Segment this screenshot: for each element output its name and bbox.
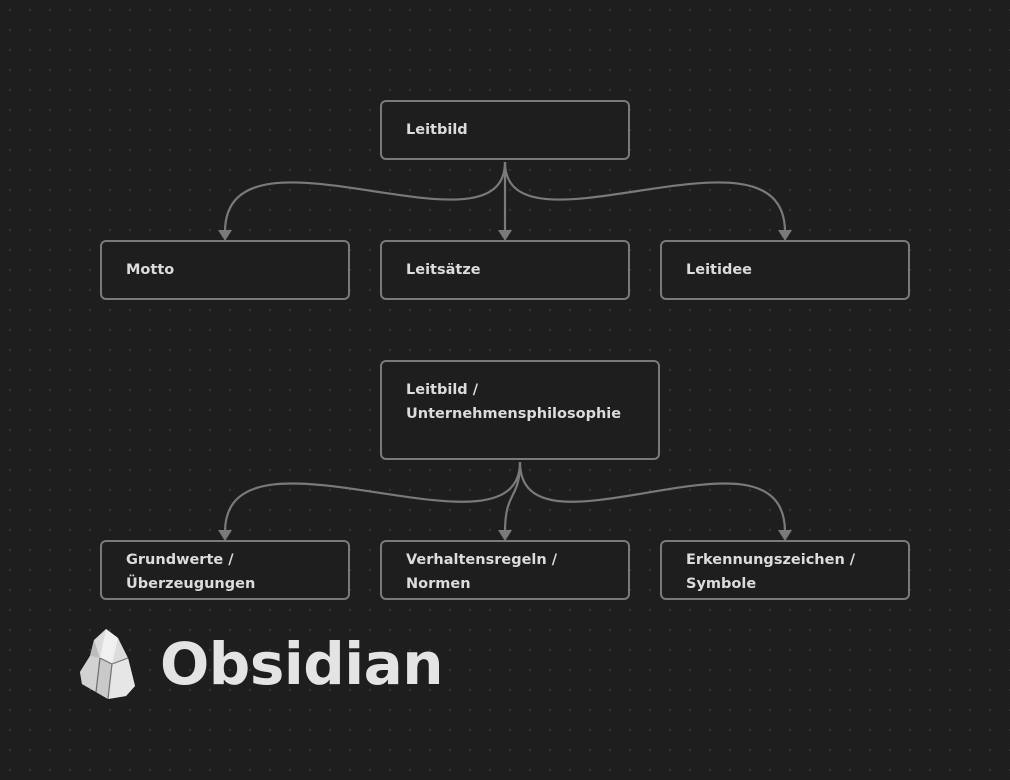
node-grundwerte-line-2: Überzeugungen	[126, 576, 256, 592]
obsidian-wordmark: Obsidian	[160, 630, 444, 698]
arrowhead-leitsaetze	[498, 230, 512, 241]
node-leitsaetze-text: Leitsätze	[406, 262, 481, 278]
edge-leitbild-motto[interactable]	[223, 161, 507, 233]
node-philosophie-line-2: Unternehmensphilosophie	[406, 406, 622, 422]
node-motto[interactable]: Motto	[100, 240, 350, 300]
node-leitidee[interactable]: Leitidee	[660, 240, 910, 300]
node-erkennungszeichen-line-1: Erkennungszeichen /	[686, 552, 856, 568]
arrowhead-verhaltensregeln	[498, 530, 512, 541]
node-leitbild[interactable]: Leitbild	[380, 100, 630, 160]
node-erkennungszeichen[interactable]: Erkennungszeichen / Symbole	[660, 540, 910, 600]
arrowhead-motto	[218, 230, 232, 241]
edge-philosophie-grundwerte[interactable]	[223, 461, 522, 533]
arrowhead-grundwerte	[218, 530, 232, 541]
node-motto-text: Motto	[126, 262, 175, 278]
arrowhead-erkennungszeichen	[778, 530, 792, 541]
node-leitsaetze[interactable]: Leitsätze	[380, 240, 630, 300]
arrowheads	[218, 230, 792, 541]
arrowhead-leitidee	[778, 230, 792, 241]
node-verhaltensregeln-line-1: Verhaltensregeln /	[406, 552, 558, 568]
node-leitbild-text: Leitbild	[406, 122, 468, 138]
node-unternehmensphilosophie[interactable]: Leitbild / Unternehmensphilosophie	[380, 360, 660, 460]
edge-philosophie-verhaltensregeln[interactable]	[503, 461, 522, 533]
node-leitidee-text: Leitidee	[686, 262, 752, 278]
node-erkennungszeichen-line-2: Symbole	[686, 576, 757, 592]
node-grundwerte-line-1: Grundwerte /	[126, 552, 234, 568]
obsidian-brand: Obsidian	[78, 628, 498, 700]
obsidian-logo-icon	[80, 629, 135, 700]
edge-philosophie-erkennungszeichen[interactable]	[518, 461, 787, 533]
node-philosophie-line-1: Leitbild /	[406, 382, 479, 398]
edge-leitbild-leitidee[interactable]	[503, 161, 787, 233]
node-verhaltensregeln[interactable]: Verhaltensregeln / Normen	[380, 540, 630, 600]
node-verhaltensregeln-line-2: Normen	[406, 576, 471, 592]
node-grundwerte[interactable]: Grundwerte / Überzeugungen	[100, 540, 350, 600]
